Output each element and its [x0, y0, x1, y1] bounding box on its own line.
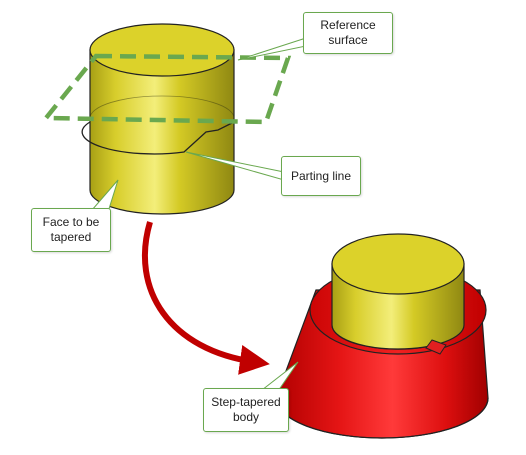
upper-cylinder-top: [331, 233, 465, 295]
callout-step-line1: Step-tapered: [211, 395, 281, 409]
cylinder-side: [89, 49, 235, 215]
cylinder-top-face: [89, 23, 235, 77]
transform-arrow: [141, 221, 270, 375]
callout-step-tapered-body: Step-tapered body: [203, 388, 289, 432]
callout-face-to-be-tapered: Face to be tapered: [31, 208, 111, 252]
callout-reference-line1: Reference: [320, 18, 376, 32]
callout-step-line2: body: [232, 410, 259, 424]
ring-inner-edge: [331, 324, 427, 350]
source-cylinder: [81, 23, 235, 215]
callout-face-line2: tapered: [50, 230, 92, 244]
callout-reference-line2: surface: [328, 33, 368, 47]
callout-face-line1: Face to be: [42, 215, 100, 229]
callout-parting-text: Parting line: [290, 168, 352, 183]
parting-line: [81, 121, 235, 155]
step-tapered-body: [275, 233, 489, 439]
parting-line-upper: [89, 95, 235, 119]
reference-surface-plane: [41, 53, 292, 125]
callout-reference-surface: Reference surface: [303, 12, 393, 54]
step-notch: [425, 339, 447, 355]
callout-parting-line: Parting line: [281, 156, 361, 196]
